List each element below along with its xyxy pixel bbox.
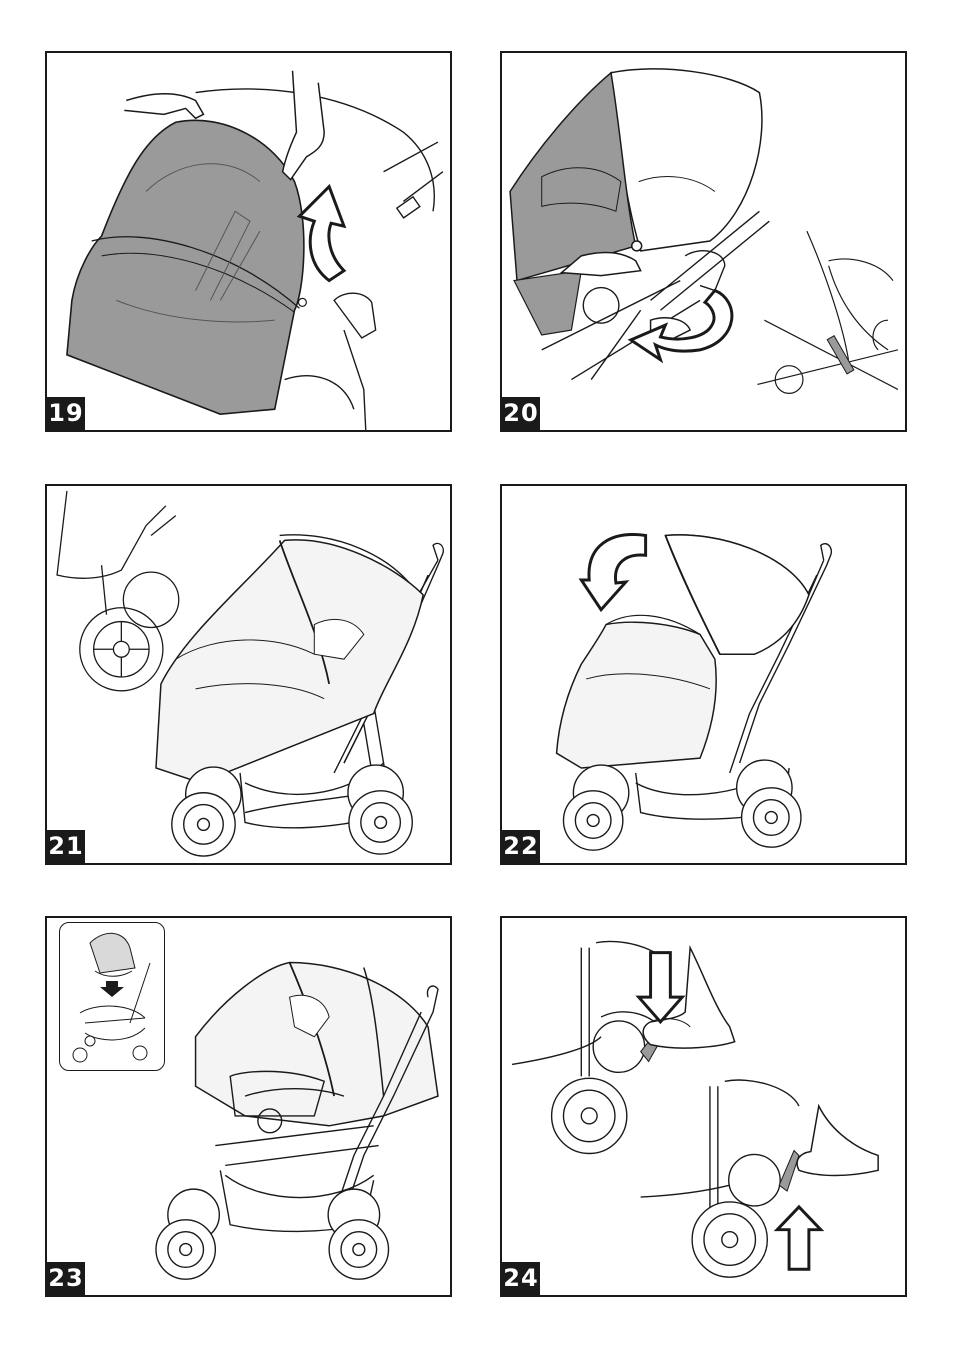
step-number: 19: [47, 397, 85, 430]
step-number: 20: [502, 397, 540, 430]
lift-arrow-icon: [299, 187, 344, 281]
step-number: 23: [47, 1262, 85, 1295]
stroller-with-rain-cover-illustration: [47, 486, 450, 863]
car-seat-attach-illustration: [60, 923, 164, 1070]
step-panel-21: 21: [45, 484, 452, 865]
step-panel-22: 22: [500, 484, 907, 865]
lift-up-arrow-icon: [777, 1207, 821, 1269]
step-panel-20: 20: [500, 51, 907, 432]
down-arrow-icon: [100, 981, 124, 997]
brake-pedal-illustration: [502, 918, 905, 1295]
rain-cover-shape: [156, 540, 423, 783]
step-number: 21: [47, 830, 85, 863]
step-panel-19: 19: [45, 51, 452, 432]
rain-cover-shape: [67, 120, 304, 414]
fold-arrow-icon: [581, 535, 645, 610]
step-number: 22: [502, 830, 540, 863]
car-seat-inset: [59, 922, 165, 1071]
rain-cover-shape: [557, 622, 717, 768]
press-down-arrow-icon: [639, 953, 683, 1022]
step-number: 24: [502, 1262, 540, 1295]
rain-cover-strap-illustration: [502, 53, 905, 430]
step-panel-23: 23: [45, 916, 452, 1297]
rain-cover-shape: [196, 963, 438, 1126]
rain-cover-folded-illustration: [502, 486, 905, 863]
step-panel-24: 24: [500, 916, 907, 1297]
rain-cover-over-canopy-illustration: [47, 53, 450, 430]
